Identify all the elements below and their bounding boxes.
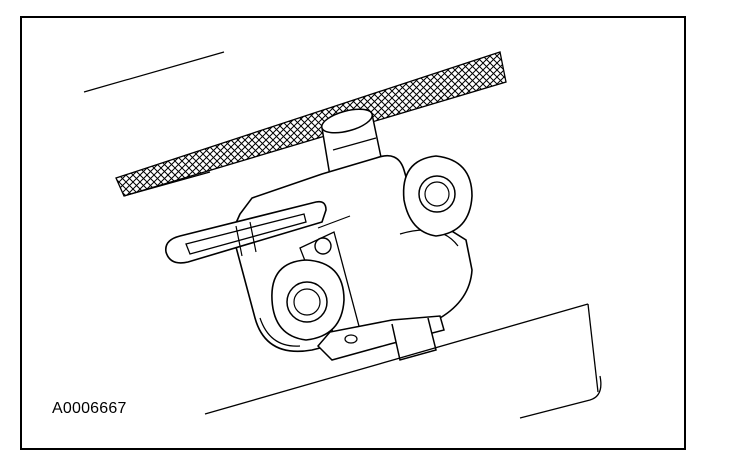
mounting-boss-lower xyxy=(271,259,345,341)
figure-id-label: A0006667 xyxy=(52,400,127,417)
lower-bracket xyxy=(316,315,445,361)
locking-pin-tab xyxy=(164,200,327,264)
small-hole xyxy=(314,237,332,255)
mounting-boss-upper xyxy=(402,155,473,237)
cover-strip-underline xyxy=(123,171,211,197)
hatched-cover-strip xyxy=(115,51,507,197)
lower-engine-block xyxy=(204,303,602,419)
upper-edge-line xyxy=(83,51,225,93)
